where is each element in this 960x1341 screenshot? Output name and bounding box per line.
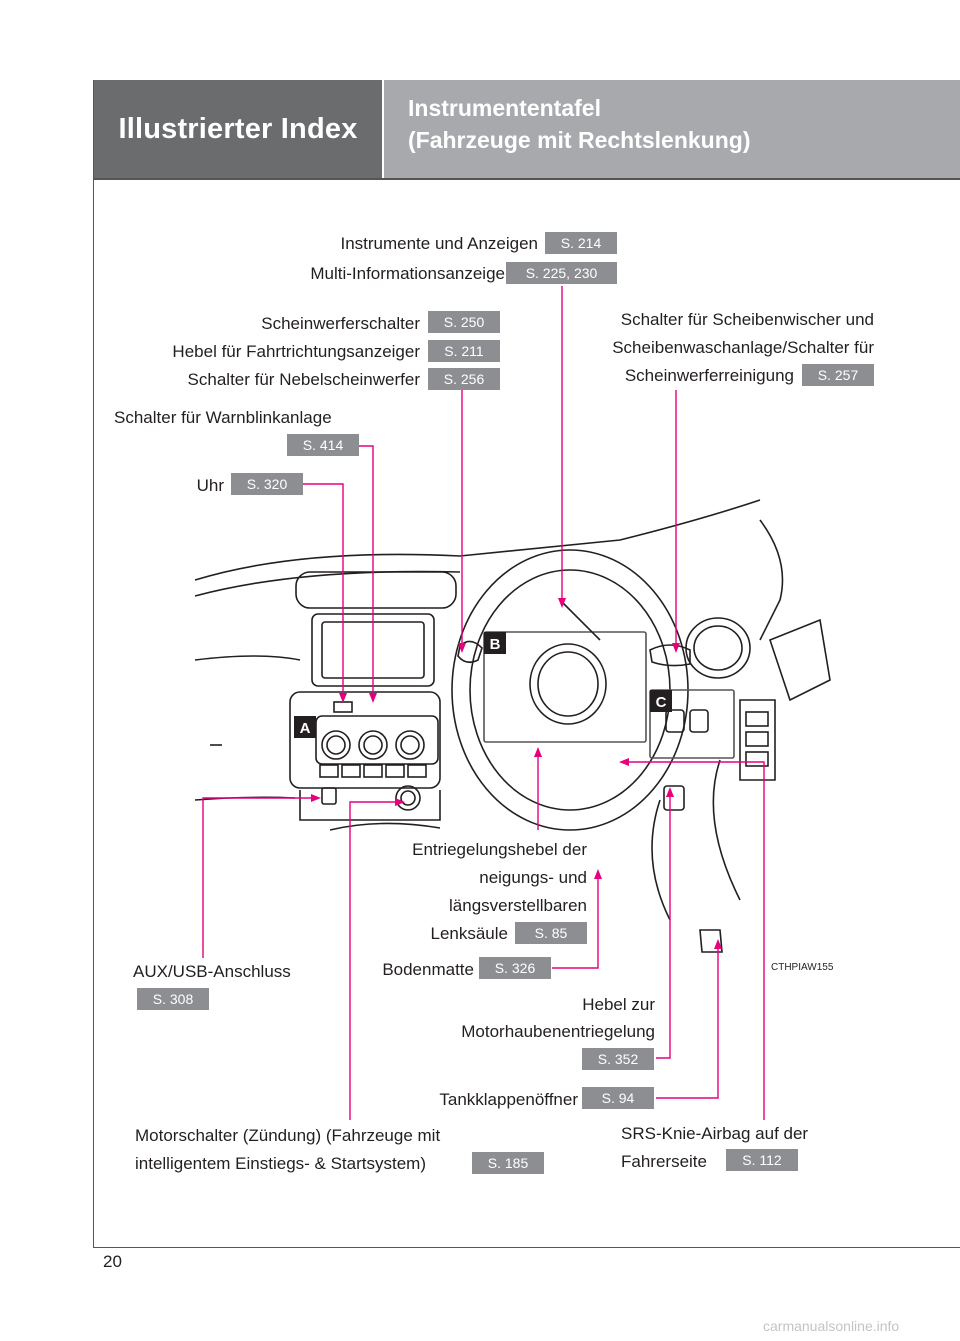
page-title-line2: (Fahrzeuge mit Rechtslenkung): [408, 127, 751, 153]
label-lenksaeule-3: längsverstellbaren: [449, 896, 587, 915]
page-ref-blinker: S. 211: [428, 340, 500, 362]
marker-b: B: [490, 636, 501, 653]
page-ref-instrumente: S. 214: [545, 232, 617, 254]
label-warnblink: Schalter für Warnblinkanlage: [114, 408, 332, 427]
label-uhr: Uhr: [196, 476, 224, 495]
climate-panel: [289, 691, 441, 789]
page-ref-knieairbag: S. 112: [726, 1149, 798, 1171]
fuel-lever: [699, 929, 723, 953]
start-button: [395, 785, 421, 811]
page-ref-motorschalter: S. 185: [472, 1152, 544, 1174]
label-wischer-1: Schalter für Scheibenwischer und: [620, 310, 874, 329]
marker-a: A: [300, 720, 311, 737]
label-bodenmatte: Bodenmatte: [382, 960, 474, 979]
label-motorhaube-2: Motorhaubenentriegelung: [461, 1022, 655, 1041]
page-ref-uhr: S. 320: [231, 473, 303, 495]
label-motorschalter-1: Motorschalter (Zündung) (Fahrzeuge mit: [135, 1126, 441, 1145]
page-ref-bodenmatte: S. 326: [479, 957, 551, 979]
label-tankklappe: Tankklappenöffner: [439, 1090, 578, 1109]
page-ref-nebel: S. 256: [428, 368, 500, 390]
page-frame: [93, 80, 960, 1248]
page-header: Instrumententafel (Fahrzeuge mit Rechtsl…: [384, 80, 960, 178]
label-motorschalter-2: intelligentem Einstiegs- & Startsystem): [135, 1154, 426, 1173]
label-nebel: Schalter für Nebelscheinwerfer: [187, 370, 420, 389]
aux-port: [321, 787, 337, 805]
side-vent: [685, 617, 751, 679]
label-lenksaeule-1: Entriegelungshebel der: [412, 840, 587, 859]
page-ref-wischer: S. 257: [802, 364, 874, 386]
page-ref-multi-info: S. 225, 230: [506, 262, 617, 284]
label-scheinwerfer: Scheinwerferschalter: [261, 314, 420, 333]
label-wischer-2: Scheibenwaschanlage/Schalter für: [612, 338, 874, 357]
illustration-code: CTHPIAW155: [771, 962, 834, 973]
light-stalk: [457, 640, 483, 664]
leader-lines: [202, 286, 765, 1120]
label-instrumente: Instrumente und Anzeigen: [340, 234, 538, 253]
watermark: carmanualsonline.info: [763, 1318, 900, 1334]
label-aux: AUX/USB-Anschluss: [133, 962, 291, 981]
section-title: Illustrierter Index: [118, 112, 358, 145]
label-lenksaeule-4: Lenksäule: [430, 924, 508, 943]
hood-lever: [663, 785, 685, 811]
page-ref-lenksaeule: S. 85: [515, 922, 587, 944]
page-ref-scheinwerfer: S. 250: [428, 311, 500, 333]
page-ref-aux: S. 308: [137, 988, 209, 1010]
illustration-markers: A B C: [294, 632, 672, 738]
page-number: 20: [103, 1252, 122, 1271]
label-motorhaube-1: Hebel zur: [582, 995, 655, 1014]
door-switches: [739, 699, 776, 781]
dash-top-contour: [194, 499, 761, 581]
label-knieairbag-1: SRS-Knie-Airbag auf der: [621, 1124, 809, 1143]
page-ref-motorhaube: S. 352: [582, 1048, 654, 1070]
label-blinker: Hebel für Fahrtrichtungsanzeiger: [172, 342, 420, 361]
center-vent: [295, 571, 457, 609]
page-ref-tankklappe: S. 94: [582, 1087, 654, 1109]
label-multi-info: Multi-Informationsanzeige: [310, 264, 505, 283]
label-wischer-3: Scheinwerferreinigung: [624, 366, 794, 385]
page-title-line1: Instrumententafel: [408, 95, 601, 121]
right-switch-panel: [649, 689, 735, 759]
marker-c: C: [656, 694, 667, 711]
wheel-hub-callout: [483, 631, 647, 743]
label-lenksaeule-2: neigungs- und: [479, 868, 587, 887]
section-header: Illustrierter Index: [94, 80, 382, 178]
header-divider: [94, 178, 960, 180]
label-knieairbag-2: Fahrerseite: [621, 1152, 707, 1171]
page-ref-warnblink: S. 414: [287, 434, 359, 456]
